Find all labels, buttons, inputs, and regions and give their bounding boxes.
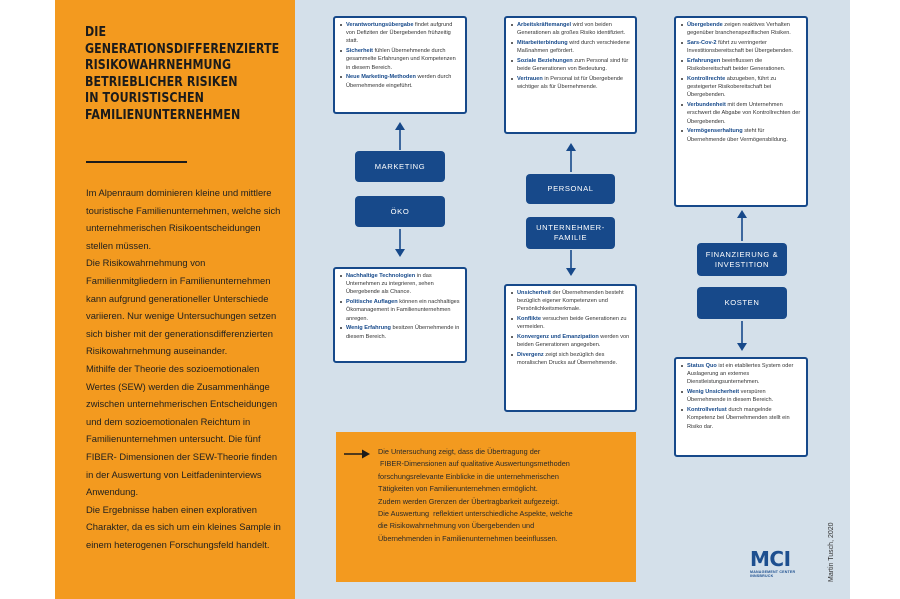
dimension-kosten: Kosten: [697, 287, 787, 319]
title-line: in touristischen: [85, 90, 204, 106]
marketing-findings-box: Verantwortungsübergabe findet aufgrund v…: [333, 16, 467, 114]
finding-item: Vertrauen in Personal ist für Übergebend…: [511, 75, 630, 91]
finanzierung-findings-box: Übergebende zeigen reaktives Verhalten g…: [674, 16, 808, 207]
finding-item: Erfahrungen beeinflussen die Risikoberei…: [681, 57, 801, 73]
conclusion-line: Die Auswertung reflektiert unterschiedli…: [378, 509, 573, 519]
logo-subtitle: MANAGEMENT CENTER INNSBRUCK: [750, 570, 796, 579]
finding-item: Konflikte versuchen beide Generationen z…: [511, 315, 630, 331]
finding-item: Sicherheit fühlen Übernehmende durch ges…: [340, 47, 460, 72]
arrow-down-icon: [737, 321, 747, 351]
finding-item: Soziale Beziehungen zum Personal sind fü…: [511, 57, 630, 73]
conclusion-line: die Risikowahrnehmung von Übergebenden u…: [378, 521, 535, 531]
personal-findings-box: Arbeitskräftemangel wird von beiden Gene…: [504, 16, 637, 134]
conclusion-box: Die Untersuchung zeigt, dass die Übertra…: [336, 432, 636, 582]
title-line: Die: [85, 24, 107, 40]
kosten-findings-box: Status Quo ist ein etabliertes System od…: [674, 357, 808, 457]
conclusion-line: Übernehmenden in Familienunternehmen bee…: [378, 533, 558, 543]
intro-text: Im Alpenraum dominieren kleine und mittl…: [86, 184, 286, 553]
dimension-finanzierung: Finanzierung & Investition: [697, 243, 787, 276]
conclusion-line: Die Untersuchung zeigt, dass die Übertra…: [378, 447, 541, 456]
finding-item: Neue Marketing-Methoden werden durch Übe…: [340, 73, 460, 89]
title-divider: [86, 161, 187, 163]
dimension-unternehmerfamilie: Unternehmer- familie: [526, 217, 615, 249]
title-line: Risikowahrnehmung: [85, 57, 232, 73]
finding-item: Status Quo ist ein etabliertes System od…: [681, 362, 801, 387]
intro-paragraph: Die Risikowahrnehmung von Familienmitgli…: [86, 257, 277, 357]
intro-paragraph: Die Ergebnisse haben einen explorativen …: [86, 503, 281, 550]
finding-item: Vermögenserhaltung steht für Übernehmend…: [681, 127, 801, 143]
conclusion-line: FIBER-Dimensionen auf qualitative Auswer…: [378, 459, 570, 469]
finding-item: Verbundenheit mit dem Unternehmen erschw…: [681, 101, 801, 126]
finding-item: Verantwortungsübergabe findet aufgrund v…: [340, 21, 460, 46]
finding-item: Divergenz zeigt sich bezüglich des moral…: [511, 351, 630, 367]
conclusion-text: Die Untersuchung zeigt, dass die Übertra…: [378, 446, 628, 545]
dimension-personal: Personal: [526, 174, 615, 204]
conclusion-line: Tätigkeiten von Familienunternehmen ermö…: [378, 484, 538, 494]
arrow-down-icon: [395, 229, 405, 257]
intro-panel: Die generationsdifferenzierte Risikowahr…: [55, 0, 295, 599]
poster-title: Die generationsdifferenzierte Risikowahr…: [85, 24, 280, 123]
conclusion-line: forschungsrelevante Einblicke in die unt…: [378, 471, 559, 481]
arrow-right-icon: [344, 449, 370, 459]
finding-item: Kontrollverlust durch mangelnde Kompeten…: [681, 406, 801, 431]
title-line: generationsdifferenzierte: [85, 40, 280, 57]
dimension-oeko: Öko: [355, 196, 445, 227]
finding-item: Nachhaltige Technologien in das Unterneh…: [340, 272, 460, 297]
arrow-up-icon: [566, 143, 576, 172]
finding-item: Konvergenz und Emanzipation werden von b…: [511, 333, 630, 349]
finding-item: Kontrollrechte abzugeben, führt zu geste…: [681, 75, 801, 100]
author-credit: Martin Tusch, 2020: [828, 522, 835, 582]
finding-item: Sars-Cov-2 führt zu verringerter Investi…: [681, 39, 801, 55]
conclusion-line: Zudem werden Grenzen der Übertragbarkeit…: [378, 496, 560, 506]
dimension-marketing: Marketing: [355, 151, 445, 182]
oeko-findings-box: Nachhaltige Technologien in das Unterneh…: [333, 267, 467, 363]
title-line: Familienunternehmen: [85, 106, 241, 123]
finding-item: Wenig Erfahrung besitzen Übernehmende in…: [340, 324, 460, 340]
arrow-down-icon: [566, 250, 576, 276]
arrow-up-icon: [395, 122, 405, 150]
finding-item: Unsicherheit der Übernehmenden besteht b…: [511, 289, 630, 314]
finding-item: Wenig Unsicherheit verspüren Übernehmend…: [681, 388, 801, 404]
logo-mark: MCI: [750, 547, 791, 571]
unternehmerfamilie-findings-box: Unsicherheit der Übernehmenden besteht b…: [504, 284, 637, 412]
mci-logo: MCI MANAGEMENT CENTER INNSBRUCK: [750, 549, 812, 581]
finding-item: Politische Auflagen können ein nachhalti…: [340, 298, 460, 323]
intro-paragraph: Mithilfe der Theorie des sozioemotionale…: [86, 362, 278, 498]
finding-item: Übergebende zeigen reaktives Verhalten g…: [681, 21, 801, 37]
finding-item: Arbeitskräftemangel wird von beiden Gene…: [511, 21, 630, 37]
arrow-up-icon: [737, 210, 747, 241]
intro-paragraph: Im Alpenraum dominieren kleine und mittl…: [86, 187, 281, 251]
finding-item: Mitarbeiterbindung wird durch verschiede…: [511, 39, 630, 55]
title-line: betrieblicher Risiken: [85, 73, 238, 90]
